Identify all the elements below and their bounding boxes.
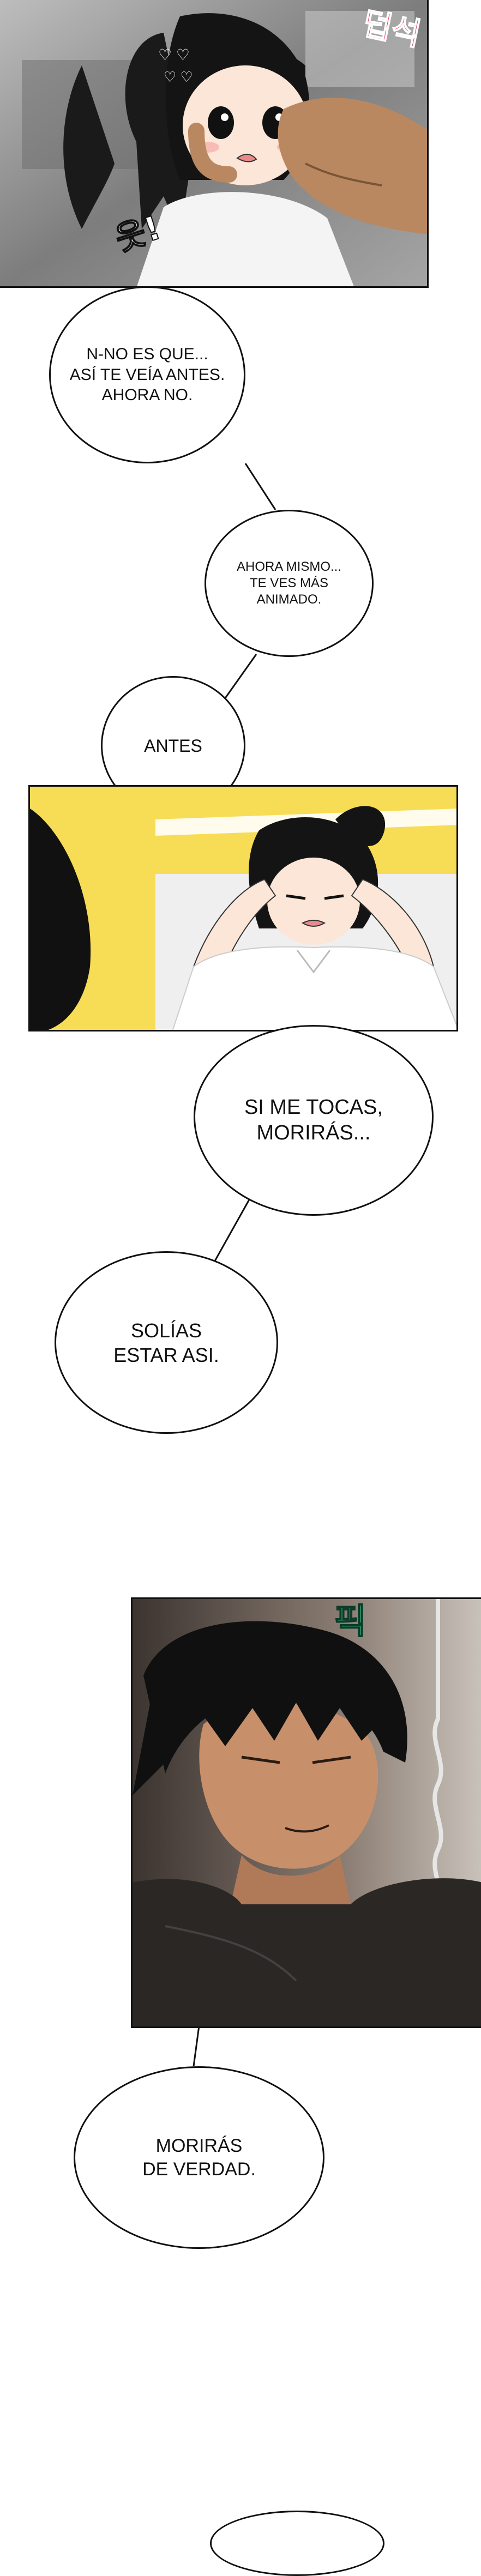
speech-bubble-5-text: SOLÍAS ESTAR ASI.	[113, 1319, 219, 1366]
panel-girl-grabbed-art: ♡ ♡ ♡ ♡	[0, 0, 427, 286]
speech-bubble-2: AHORA MISMO... TE VES MÁS ANIMADO.	[205, 510, 374, 657]
panel-girl-grabbed: ♡ ♡ ♡ ♡ 덥석 읏!	[0, 0, 429, 288]
svg-text:♡ ♡: ♡ ♡	[158, 46, 190, 63]
panel-girl-annoyed	[28, 785, 458, 1031]
speech-bubble-5: SOLÍAS ESTAR ASI.	[55, 1251, 278, 1434]
speech-bubble-4: SI ME TOCAS, MORIRÁS...	[194, 1025, 434, 1216]
speech-bubble-6-text: MORIRÁS DE VERDAD.	[142, 2135, 256, 2180]
speech-bubble-3-text: ANTES	[144, 735, 202, 756]
speech-bubble-4-text: SI ME TOCAS, MORIRÁS...	[244, 1095, 383, 1145]
svg-text:♡ ♡: ♡ ♡	[164, 69, 193, 85]
speech-bubble-6: MORIRÁS DE VERDAD.	[74, 2066, 324, 2249]
speech-bubble-1-text: N-NO ES QUE... ASÍ TE VEÍA ANTES. AHORA …	[69, 345, 225, 405]
speech-bubble-partial	[210, 2511, 384, 2576]
panel-girl-annoyed-art	[30, 787, 456, 1030]
sfx-scoff: 픽	[334, 1601, 367, 1643]
panel-man-smirking: 픽	[131, 1597, 481, 2028]
speech-bubble-2-text: AHORA MISMO... TE VES MÁS ANIMADO.	[236, 559, 342, 607]
panel-man-smirking-art	[133, 1599, 481, 2026]
speech-bubble-1: N-NO ES QUE... ASÍ TE VEÍA ANTES. AHORA …	[49, 286, 245, 463]
